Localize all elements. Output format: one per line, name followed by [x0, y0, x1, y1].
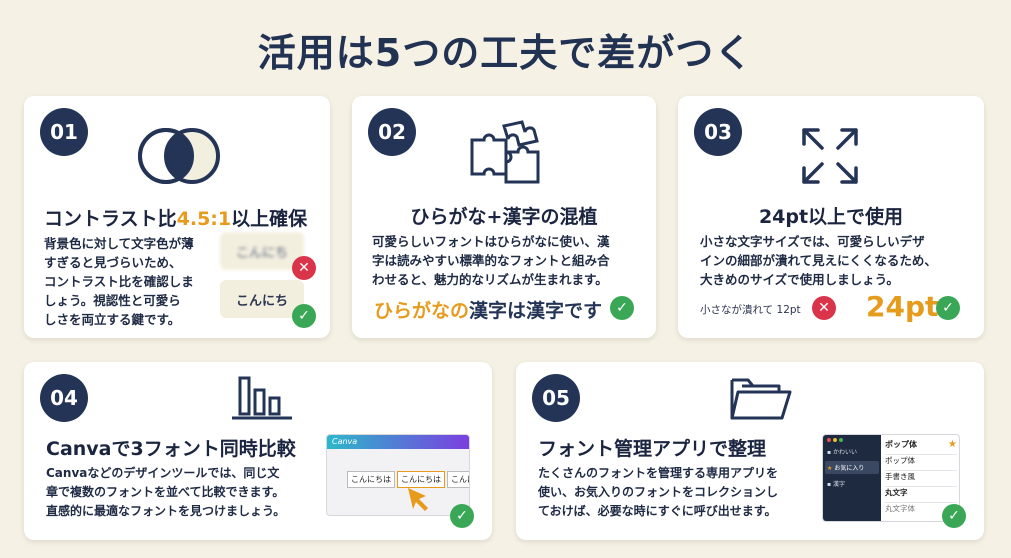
- page-title: 活用は5つの工夫で差がつく: [257, 31, 754, 75]
- low-contrast-sample: こんにち: [220, 232, 304, 270]
- folder-icon: [730, 378, 792, 420]
- tip-card-05: 05 フォント管理アプリで整理 たくさんのフォントを管理する専用アプリを 使い、…: [516, 362, 984, 540]
- font-list-item[interactable]: ポップ体★: [885, 439, 957, 455]
- card-heading: 24pt以上で使用: [758, 206, 904, 228]
- font-sample[interactable]: こんにちは: [347, 471, 395, 488]
- tip-card-03: 03 24pt以上で使用 小さな文字サイズでは、可愛らしいデザ インの細部が潰れ…: [678, 96, 984, 338]
- font-list-item[interactable]: 丸文字: [885, 487, 957, 503]
- font-list-item[interactable]: 手書き風: [885, 471, 957, 487]
- step-number: 04: [40, 374, 88, 422]
- ok-icon: ✓: [936, 296, 960, 320]
- card-heading: ひらがな+漢字の混植: [410, 206, 598, 228]
- ok-icon: ✓: [450, 504, 474, 528]
- small-size-sample: 小さなが潰れて 12pt: [700, 304, 801, 316]
- tip-card-01: 01 コントラスト比4.5:1以上確保 背景色に対して文字色が薄 すぎると見づら…: [24, 96, 330, 338]
- tip-card-02: 02 ひらがな+漢字の混植 可愛らしいフォントはひらがなに使い、漢 字は読みやす…: [352, 96, 656, 338]
- tip-card-04: 04 Canvaで3フォント同時比較 Canvaなどのデザインツールでは、同じ文…: [24, 362, 492, 540]
- sidebar-item-kawaii[interactable]: ▪ かわいい: [827, 449, 857, 456]
- canva-logo: Canva: [332, 437, 358, 446]
- window-controls: [827, 438, 843, 442]
- ng-icon: ✕: [292, 256, 316, 280]
- font-manager-window: ▪ かわいい ★ お気に入り ▪ 漢字 ポップ体★ ポップ体 手書き風 丸文字 …: [822, 434, 960, 522]
- ok-icon: ✓: [942, 504, 966, 528]
- bar-chart-icon: [232, 376, 292, 420]
- venn-contrast-icon: [138, 128, 220, 184]
- canva-header: Canva: [327, 435, 469, 449]
- cursor-arrow-icon: [408, 488, 428, 511]
- card-heading: フォント管理アプリで整理: [538, 438, 767, 460]
- font-sample[interactable]: こんにちは: [447, 471, 469, 488]
- high-contrast-sample: こんにち: [220, 280, 304, 318]
- sidebar-item-kanji[interactable]: ▪ 漢字: [827, 481, 845, 488]
- step-number: 01: [40, 108, 88, 156]
- card-body: 背景色に対して文字色が薄 すぎると見づらいため、 コントラスト比を確認しま しょ…: [44, 236, 194, 327]
- card-heading: コントラスト比4.5:1以上確保: [44, 208, 308, 230]
- font-manager-sidebar: ▪ かわいい ★ お気に入り ▪ 漢字: [823, 435, 881, 521]
- ok-icon: ✓: [610, 296, 634, 320]
- card-body: 小さな文字サイズでは、可愛らしいデザ インの細部が潰れて見えにくくなるため、 大…: [700, 234, 937, 287]
- card-body: たくさんのフォントを管理する専用アプリを 使い、お気入りのフォントをコレクション…: [538, 466, 779, 518]
- font-compare-row: こんにちは こんにちは こんにちは: [347, 471, 469, 488]
- ok-icon: ✓: [292, 304, 316, 328]
- canva-window: Canva こんにちは こんにちは こんにちは: [326, 434, 470, 516]
- card-heading: Canvaで3フォント同時比較: [46, 438, 296, 460]
- ng-icon: ✕: [812, 296, 836, 320]
- step-number: 05: [532, 374, 580, 422]
- sidebar-item-favorites[interactable]: ★ お気に入り: [825, 461, 879, 474]
- step-number: 02: [368, 108, 416, 156]
- font-sample-selected[interactable]: こんにちは: [397, 471, 445, 488]
- card-body: Canvaなどのデザインツールでは、同じ文 章で複数のフォントを並べて比較できま…: [46, 466, 286, 518]
- font-list-item[interactable]: ポップ体: [885, 455, 957, 471]
- card-body: 可愛らしいフォントはひらがなに使い、漢 字は読みやすい標準的なフォントと組み合 …: [372, 234, 610, 287]
- font-list-item[interactable]: 丸文字体: [885, 504, 915, 513]
- font-list: ポップ体★ ポップ体 手書き風 丸文字 丸文字体: [885, 439, 957, 515]
- large-size-sample: 24pt: [866, 290, 939, 323]
- mixed-font-sample: ひらがなの漢字は漢字です: [374, 300, 603, 322]
- step-number: 03: [694, 108, 742, 156]
- expand-arrows-icon: [802, 128, 858, 184]
- puzzle-icon: [470, 120, 540, 184]
